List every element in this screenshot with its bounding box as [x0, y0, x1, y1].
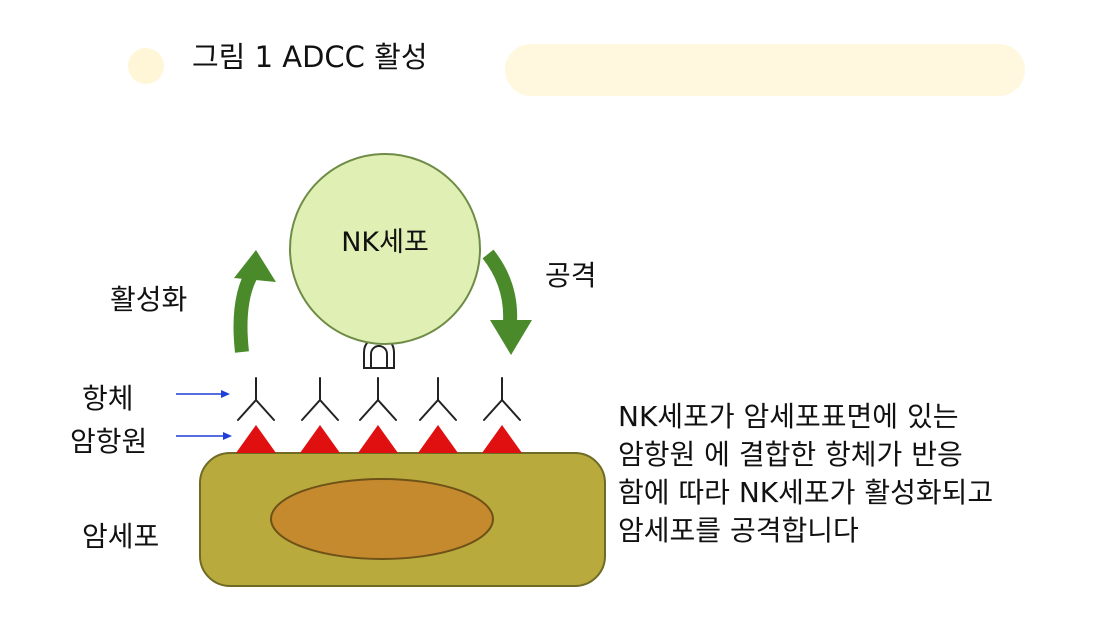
nk-cell: [289, 153, 481, 345]
label-attack: 공격: [545, 259, 597, 292]
antibody-2: [301, 377, 339, 421]
antibody-5: [483, 377, 521, 421]
antibody-4: [419, 377, 457, 421]
watermark-band: [505, 44, 1025, 96]
antibody-3: [359, 377, 397, 421]
antigen-pointer-head: [223, 432, 232, 440]
label-activation: 활성화: [110, 283, 188, 316]
antibody-1: [237, 377, 275, 421]
activation-arrow-head: [234, 250, 276, 282]
label-cancer-cell: 암세포: [82, 520, 160, 553]
figure-title: 그림 1 ADCC 활성: [192, 40, 428, 74]
description-line: 함에 따라 NK세포가 활성화되고: [618, 476, 994, 509]
antibody-pointer-head: [221, 390, 230, 398]
description-line: NK세포가 암세포표면에 있는: [618, 400, 959, 433]
antigen-4: [418, 425, 458, 453]
attack-arrow-head: [490, 320, 532, 355]
antigen-5: [482, 425, 522, 453]
cancer-cell-nucleus: [270, 478, 494, 560]
attack-arrow-shaft: [482, 249, 518, 323]
activation-arrow-shaft: [233, 266, 261, 353]
watermark-dot: [128, 48, 164, 84]
description: NK세포가 암세포표면에 있는 암항원 에 결합한 항체가 반응 함에 따라 N…: [618, 398, 993, 550]
antigen-1: [236, 425, 276, 453]
description-line: 암세포를 공격합니다: [618, 514, 859, 547]
nk-cell-label: NK세포: [341, 227, 429, 258]
label-antigen: 암항원: [70, 425, 148, 458]
antigen-3: [358, 425, 398, 453]
antigen-2: [300, 425, 340, 453]
label-antibody: 항체: [82, 382, 134, 415]
description-line: 암항원 에 결합한 항체가 반응: [618, 438, 963, 471]
